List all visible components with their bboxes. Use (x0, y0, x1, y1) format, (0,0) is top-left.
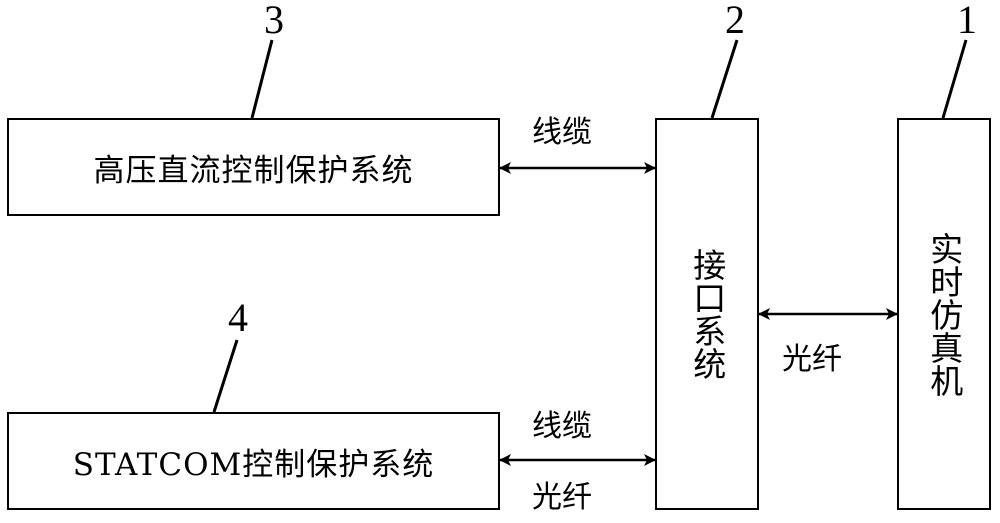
cable-label-bottom: 线缆 (532, 409, 592, 444)
statcom-label: STATCOM控制保护系统 (72, 446, 435, 483)
hvdc-label: 高压直流控制保护系统 (93, 152, 414, 189)
callout-number-2: 2 (725, 0, 745, 42)
callout-line-4 (212, 339, 239, 413)
fiber-label-right: 光纤 (782, 342, 842, 377)
statcom-control-protection-box: STATCOM控制保护系统 (7, 412, 500, 510)
interface-system-box: 接口系统 (655, 118, 759, 510)
callout-line-3 (250, 39, 274, 119)
callout-number-1: 1 (957, 0, 977, 42)
callout-line-1 (941, 39, 968, 119)
cable-label-top: 线缆 (532, 115, 592, 150)
hvdc-control-protection-box: 高压直流控制保护系统 (7, 118, 500, 216)
fiber-label-bottom: 光纤 (532, 480, 592, 515)
interface-label: 接口系统 (687, 248, 727, 380)
callout-line-2 (710, 39, 739, 119)
simulator-label: 实时仿真机 (924, 231, 964, 397)
callout-number-4: 4 (228, 295, 248, 340)
callout-number-3: 3 (264, 0, 284, 42)
real-time-simulator-box: 实时仿真机 (897, 118, 991, 510)
